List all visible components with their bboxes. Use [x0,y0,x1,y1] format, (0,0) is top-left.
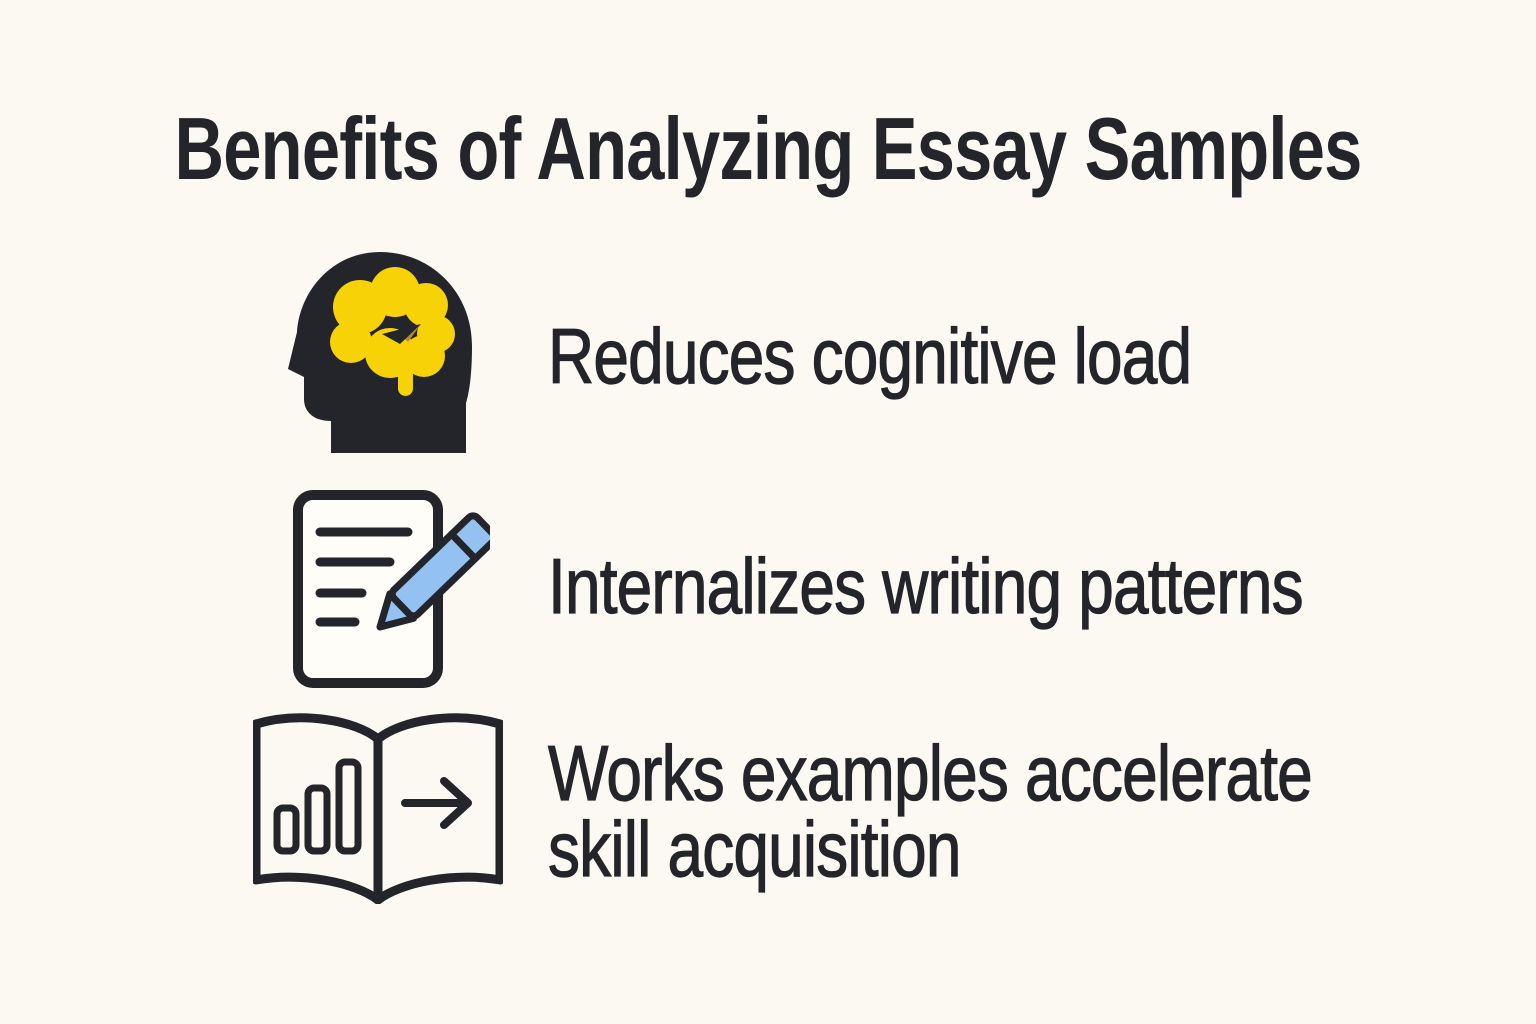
document-pencil-icon [293,490,490,688]
brain-arrow-glyph [382,324,421,344]
document-text-lines [315,527,413,627]
pencil-shape [376,512,490,631]
benefit-label-1: Reduces cognitive load [548,312,1193,400]
page-title: Benefits of Analyzing Essay Samples [174,99,1362,198]
benefit-label-3: Works examples accelerate skill acquisit… [548,729,1314,893]
open-book-arrow-icon [253,713,503,904]
brain-shape [330,267,455,396]
bar-chart-glyph [273,758,362,855]
book-pages [253,713,503,904]
benefit-label-2: Internalizes writing patterns [548,542,1305,630]
head-brain-icon [288,252,472,453]
right-arrow-glyph [401,777,472,829]
